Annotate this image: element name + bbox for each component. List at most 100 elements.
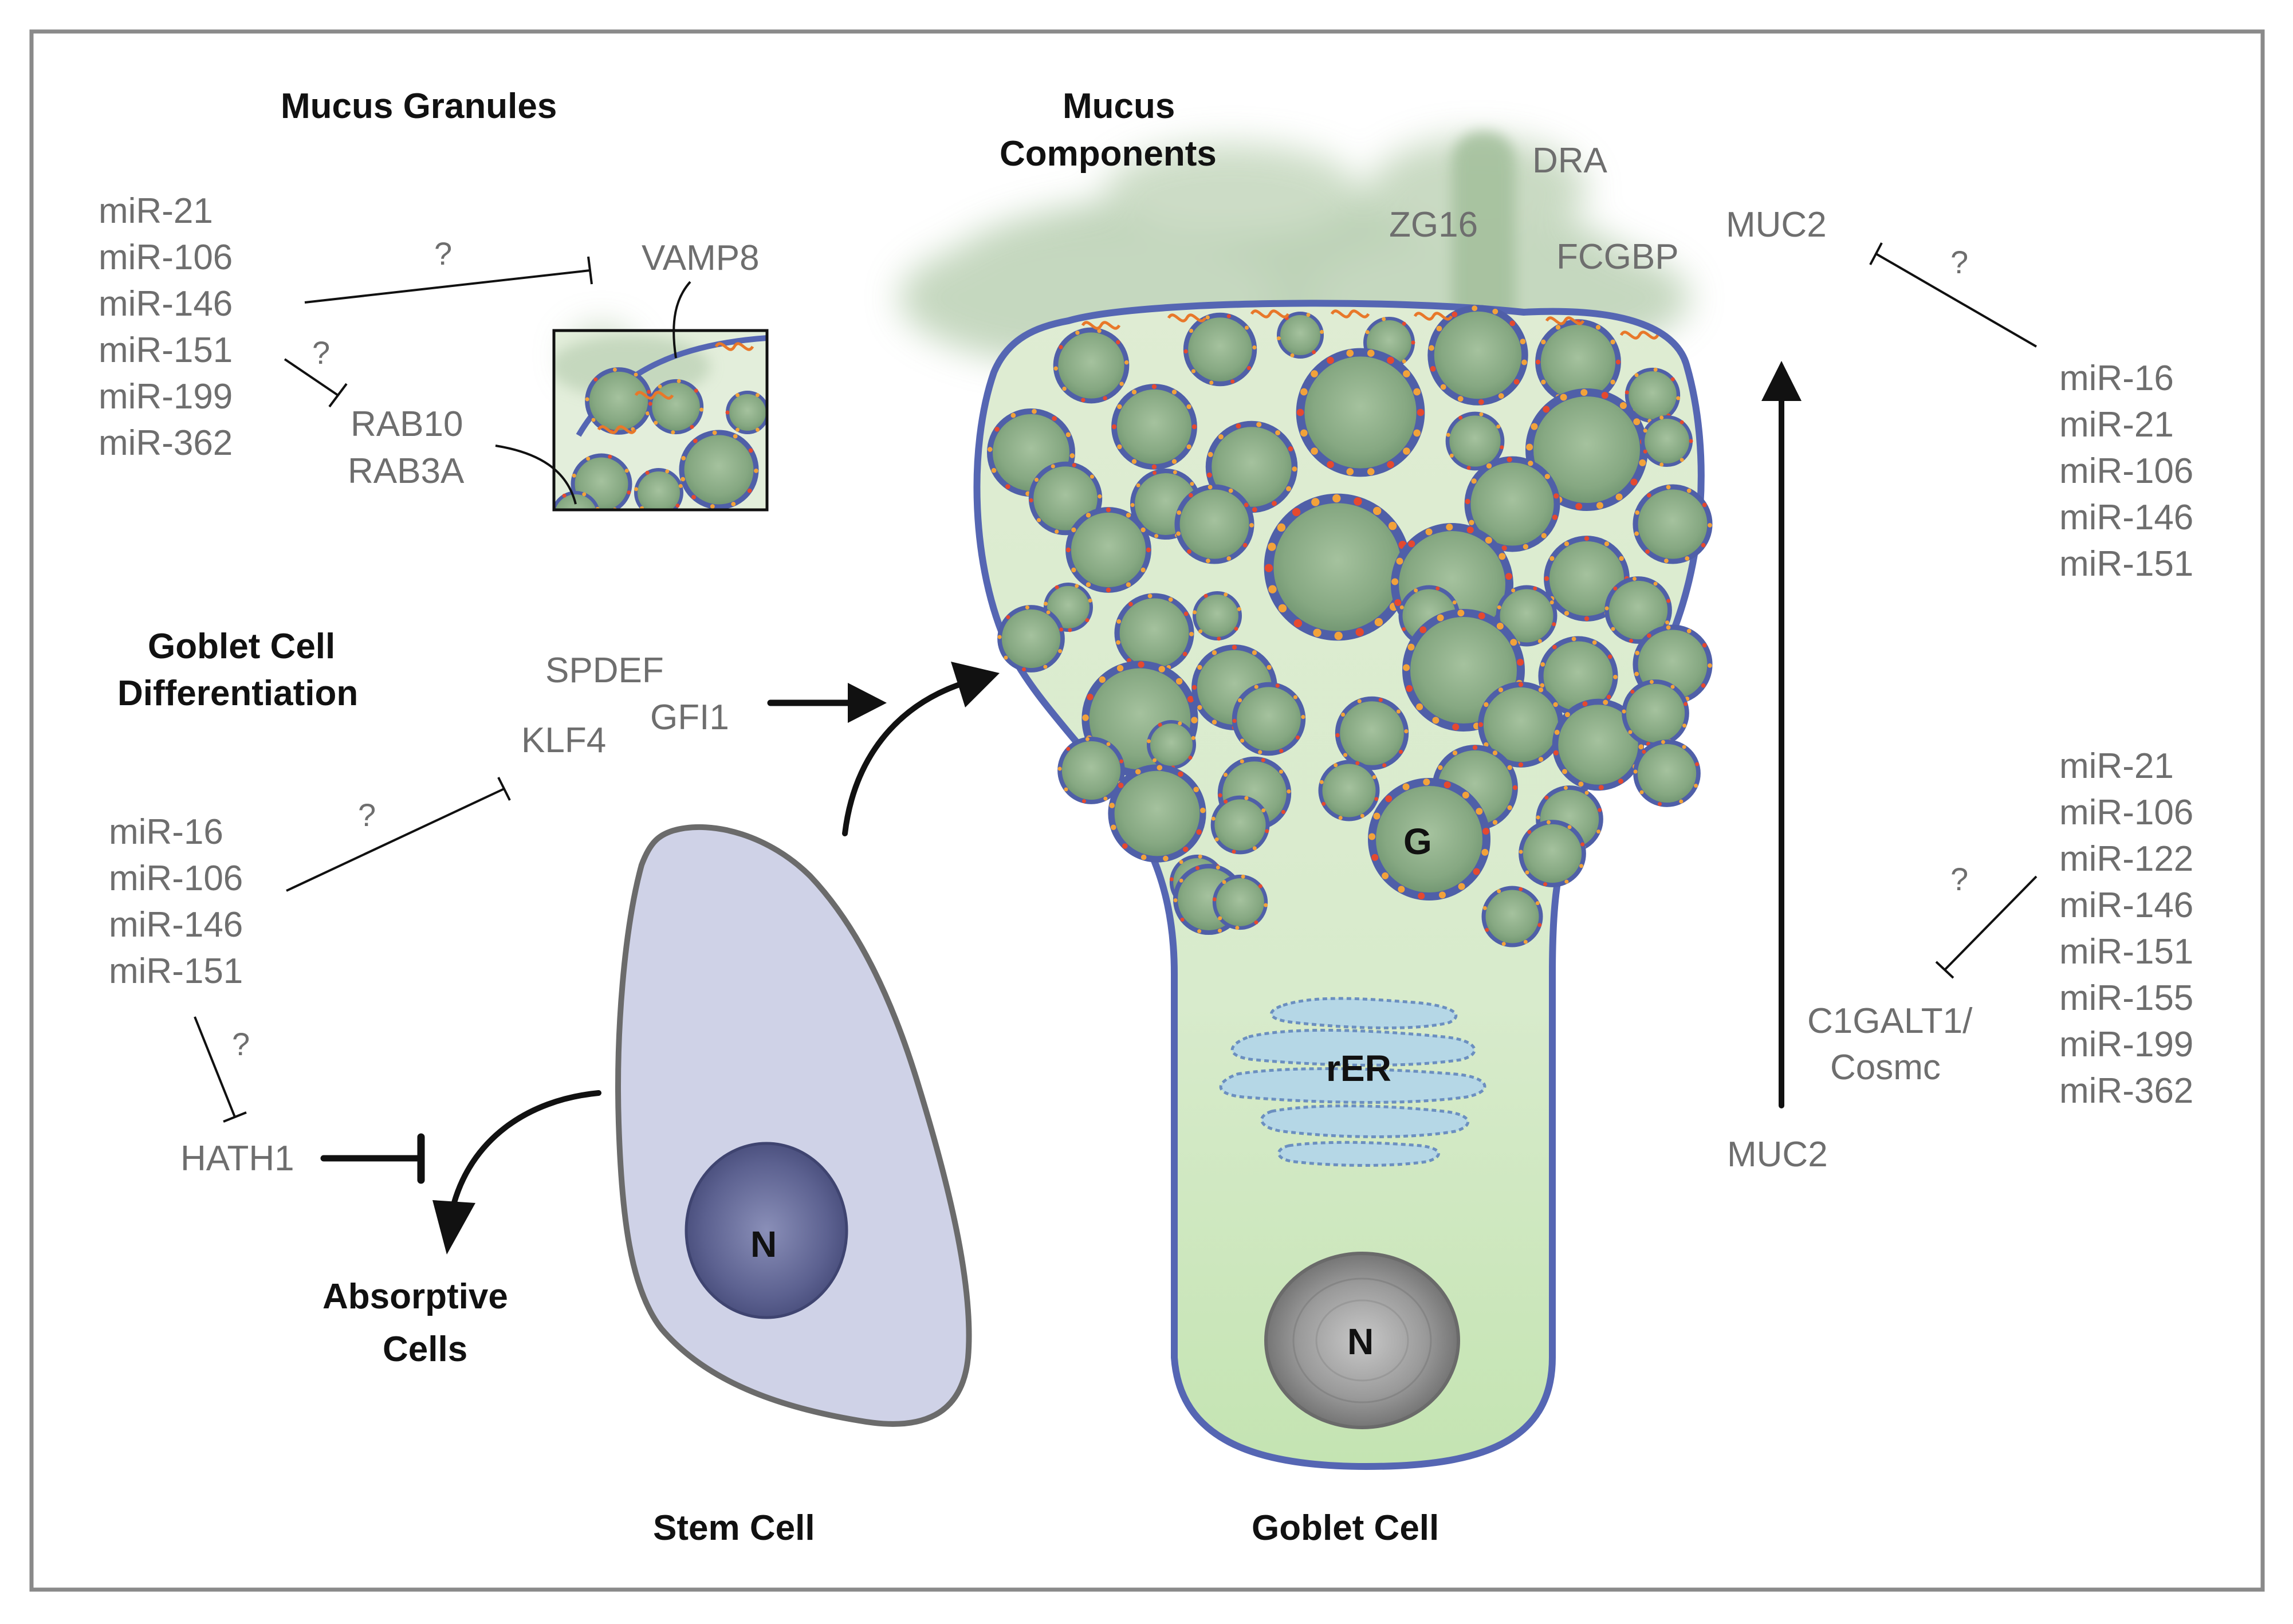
granule xyxy=(1445,411,1505,471)
heading-goblet-diff-line2: Differentiation xyxy=(117,674,359,713)
mirna-item: miR-122 xyxy=(2059,839,2194,879)
granule-zoom-inset xyxy=(552,329,769,512)
granule xyxy=(1212,874,1268,930)
regulatory-lines xyxy=(194,242,2038,1123)
granule xyxy=(1210,795,1270,855)
granule xyxy=(1464,456,1560,552)
granule xyxy=(1174,484,1254,564)
stem-cell-body xyxy=(615,824,972,1427)
mirna-item: miR-146 xyxy=(2059,498,2194,537)
granule xyxy=(1427,305,1528,406)
mirna-item: miR-21 xyxy=(2059,746,2174,786)
gene-c1galt1-line1: C1GALT1/ xyxy=(1807,1001,1973,1041)
granule xyxy=(679,430,759,510)
granule xyxy=(1552,698,1645,791)
granule xyxy=(585,367,652,435)
question-klf4: ? xyxy=(358,797,376,833)
stem-nucleus xyxy=(685,1142,848,1319)
granule xyxy=(648,379,704,435)
granule xyxy=(1633,484,1713,564)
heading-absorptive-line1: Absorptive xyxy=(322,1277,508,1316)
heading-mucus-components-line2: Components xyxy=(1000,134,1217,174)
mucin-fiber xyxy=(1167,313,1207,323)
granule xyxy=(1053,327,1130,404)
granule xyxy=(1114,593,1194,673)
mirna-item: miR-151 xyxy=(2059,544,2194,584)
gene-muc2-bottom: MUC2 xyxy=(1727,1135,1828,1174)
granule xyxy=(1232,682,1306,756)
granule xyxy=(1622,679,1689,747)
heading-absorptive-line2: Cells xyxy=(383,1330,468,1369)
gene-gfi1: GFI1 xyxy=(650,698,729,737)
granule xyxy=(1108,764,1206,863)
gene-hath1: HATH1 xyxy=(180,1139,294,1178)
granule xyxy=(634,468,683,510)
granule xyxy=(1057,737,1125,804)
mucin-fiber xyxy=(1330,309,1370,318)
label-goblet-nucleus: N xyxy=(1347,1321,1374,1362)
mirna-item: miR-106 xyxy=(109,859,243,898)
gene-muc2-top: MUC2 xyxy=(1726,205,1827,245)
mirna-item: miR-146 xyxy=(109,905,243,945)
mucin-fiber xyxy=(1619,331,1659,340)
heading-goblet-diff-line1: Goblet Cell xyxy=(148,627,336,666)
granule xyxy=(1604,576,1672,644)
secretory-granules xyxy=(986,305,1713,947)
question-vamp8: ? xyxy=(434,235,453,272)
granule xyxy=(1519,820,1586,887)
mirna-item: miR-151 xyxy=(2059,932,2194,972)
granule xyxy=(1183,312,1257,387)
granule xyxy=(1065,507,1151,593)
mirna-item: miR-16 xyxy=(2059,359,2174,398)
mucin-fiber xyxy=(1545,316,1585,325)
label-goblet-cell: Goblet Cell xyxy=(1252,1508,1439,1548)
gene-rab10: RAB10 xyxy=(351,404,463,444)
rough-endoplasmic-reticulum xyxy=(1219,997,1486,1167)
mirna-item: miR-199 xyxy=(2059,1025,2194,1064)
pathway-arrows xyxy=(320,361,1802,1255)
label-stem-nucleus: N xyxy=(750,1224,777,1265)
mirna-item: miR-106 xyxy=(99,238,233,277)
mirna-item: miR-106 xyxy=(2059,793,2194,832)
mirna-item: miR-151 xyxy=(109,951,243,991)
question-rab10: ? xyxy=(312,335,331,371)
mirna-item: miR-106 xyxy=(2059,451,2194,491)
granule xyxy=(1276,312,1324,359)
mucin-fiber xyxy=(714,342,754,351)
gene-c1galt1-line2: Cosmc xyxy=(1830,1048,1941,1087)
question-hath1: ? xyxy=(232,1026,250,1062)
granule xyxy=(1633,740,1701,807)
granule xyxy=(1368,778,1490,901)
gene-klf4: KLF4 xyxy=(521,721,607,760)
mirna-item: miR-155 xyxy=(2059,978,2194,1018)
gene-zg16: ZG16 xyxy=(1389,205,1478,245)
mucin-fiber xyxy=(597,425,637,434)
heading-mucus-granules: Mucus Granules xyxy=(281,86,557,126)
granule xyxy=(1496,585,1557,647)
mirna-item: miR-199 xyxy=(99,377,233,416)
granule xyxy=(725,391,767,434)
mucin-fiber xyxy=(1250,309,1290,318)
mirna-item: miR-21 xyxy=(99,191,213,231)
label-stem-cell: Stem Cell xyxy=(653,1508,815,1548)
label-rer: rER xyxy=(1326,1048,1391,1089)
mucin-fiber xyxy=(634,391,674,400)
granule xyxy=(1111,384,1197,470)
gene-spdef: SPDEF xyxy=(545,651,664,690)
heading-mucus-components-line1: Mucus xyxy=(1063,86,1175,126)
mirna-item: miR-146 xyxy=(99,284,233,324)
gene-vamp8: VAMP8 xyxy=(642,238,760,278)
granule xyxy=(1296,348,1425,477)
gene-fcgbp: FCGBP xyxy=(1556,237,1679,277)
granule xyxy=(1318,760,1380,821)
mirna-item: miR-362 xyxy=(99,423,233,463)
granule xyxy=(1641,415,1693,467)
mucus-column xyxy=(1452,132,1515,355)
mucin-fiber xyxy=(1413,312,1453,321)
granule xyxy=(1335,696,1409,770)
granule xyxy=(1028,461,1103,536)
